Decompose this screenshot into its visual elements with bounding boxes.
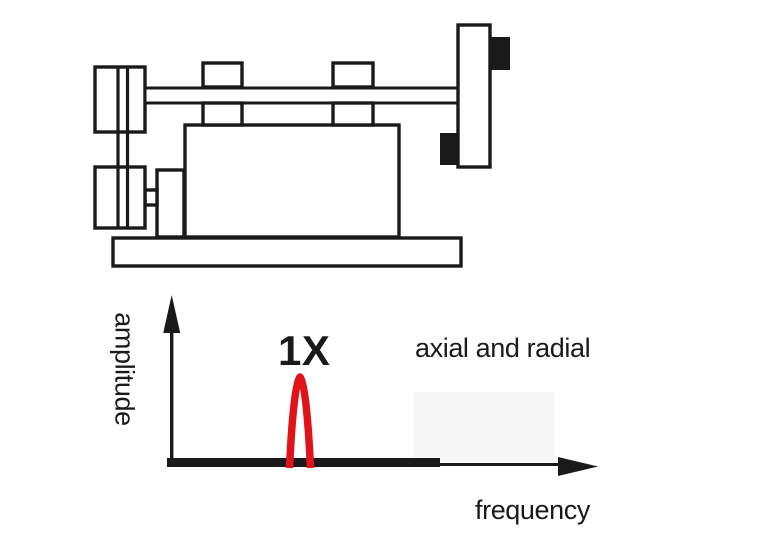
motor-body: [183, 123, 401, 239]
peak-1x-label: 1X: [278, 327, 331, 374]
bearing-block-2-upper: [331, 61, 375, 89]
x-axis-arrowhead: [558, 457, 598, 476]
bearing-block-2-lower: [331, 101, 375, 127]
machine-shaft: [143, 86, 460, 105]
scan-artifact-patch: [413, 392, 555, 462]
direction-annotation: axial and radial: [415, 333, 591, 363]
machine-base-plate: [111, 236, 463, 268]
spectrum-plot: [163, 295, 598, 476]
rotor-disk: [456, 23, 492, 169]
drive-pulley: [93, 165, 147, 230]
x-axis-thick-baseline: [167, 458, 440, 467]
imbalance-mass-bottom: [440, 133, 458, 165]
bearing-block-1-upper: [201, 61, 244, 89]
x-axis-label: frequency: [475, 495, 590, 525]
spectrum-peak-1x: [285, 373, 315, 469]
driven-pulley: [93, 65, 147, 134]
machine-schematic: [93, 23, 492, 268]
bearing-block-1-lower: [201, 101, 244, 127]
y-axis-arrowhead: [163, 295, 181, 333]
motor-front-bracket: [155, 168, 186, 239]
motor-shaft-stub: [143, 188, 159, 207]
imbalance-mass-top: [491, 37, 510, 70]
y-axis-label: amplitude: [109, 312, 140, 426]
